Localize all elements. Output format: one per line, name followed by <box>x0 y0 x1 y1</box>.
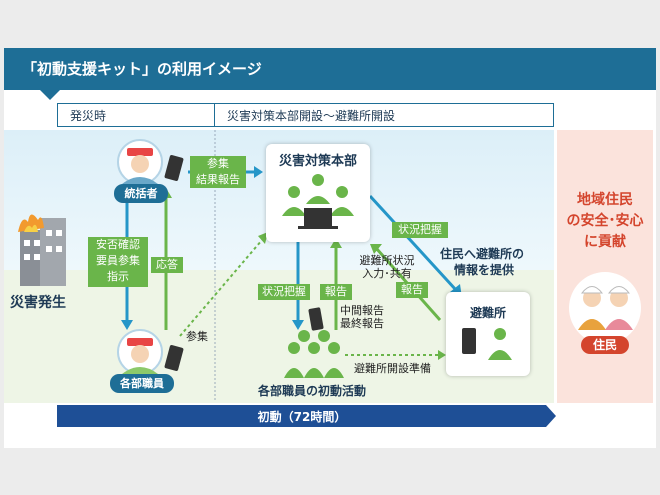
timeline-label: 初動（72時間） <box>257 410 347 424</box>
title-banner <box>4 48 656 90</box>
safety-check-box: 安否確認 要員参集 指示 <box>88 237 148 287</box>
arrival-report-line1: 参集 <box>207 157 229 170</box>
disaster-label: 災害発生 <box>10 295 66 311</box>
arrow-down-head <box>121 320 133 330</box>
arrival-report-line2: 結果報告 <box>196 173 240 186</box>
phase-left: 発災時 <box>57 103 215 127</box>
arrow-shelter-hq-head <box>370 244 382 254</box>
shelter-status-line1: 避難所状況 <box>359 254 415 267</box>
banner-notch <box>40 90 60 100</box>
arrow-hq-shelter-line <box>368 194 458 292</box>
staff-tag: 各部職員 <box>110 374 174 393</box>
phase-right-label: 災害対策本部開設〜避難所開設 <box>227 109 396 123</box>
arrow-staff-hq-head <box>330 238 342 248</box>
arrow-leader-hq-head <box>254 166 263 178</box>
response-label: 応答 <box>151 257 183 273</box>
shelter-label: 避難所 <box>469 306 506 320</box>
report-left: 報告 <box>320 284 352 300</box>
shelter-status-line2: 入力･共有 <box>362 267 412 280</box>
arrival-report-box: 参集 結果報告 <box>190 156 246 188</box>
shelter-panel <box>446 292 530 376</box>
shelter-prep-label: 避難所開設準備 <box>354 362 431 375</box>
arrival-label: 参集 <box>186 330 208 343</box>
phase-right: 災害対策本部開設〜避難所開設 <box>214 103 554 127</box>
status-grasp-left: 状況把握 <box>258 284 310 300</box>
status-grasp-right: 状況把握 <box>392 222 448 238</box>
residents-tag: 住民 <box>581 336 629 354</box>
interim-report-line2: 最終報告 <box>340 317 384 330</box>
report-right: 報告 <box>396 282 428 298</box>
contribution-text: 地域住民 の安全･安心 に貢献 <box>557 190 653 253</box>
to-residents-box: 住民へ避難所の 情報を提供 <box>440 246 524 278</box>
leader-tag: 統括者 <box>114 184 168 203</box>
interim-report-line1: 中間報告 <box>340 304 384 317</box>
timeline-arrow <box>57 405 556 427</box>
interim-report-box: 中間報告 最終報告 <box>340 304 384 330</box>
phase-left-label: 発災時 <box>70 109 107 123</box>
hq-label: 災害対策本部 <box>278 154 357 169</box>
arrow-prep-head <box>438 350 446 360</box>
shelter-status-box: 避難所状況 入力･共有 <box>356 254 418 280</box>
safety-check-line1: 安否確認 <box>96 238 140 251</box>
contribution-line2: の安全･安心 <box>566 213 644 229</box>
safety-check-line2: 要員参集 <box>96 254 140 267</box>
contribution-panel <box>557 130 653 403</box>
contribution-line3: に貢献 <box>584 234 626 250</box>
staff-activity-label: 各部職員の初動活動 <box>258 384 367 398</box>
arrow-arrival-head <box>258 232 268 244</box>
page-title: 「初動支援キット」の利用イメージ <box>22 60 262 78</box>
safety-check-line3: 指示 <box>107 270 129 283</box>
to-residents-line2: 情報を提供 <box>454 263 515 277</box>
to-residents-line1: 住民へ避難所の <box>440 247 525 261</box>
arrow-hq-staff-head <box>292 320 304 330</box>
contribution-line1: 地域住民 <box>577 192 633 208</box>
